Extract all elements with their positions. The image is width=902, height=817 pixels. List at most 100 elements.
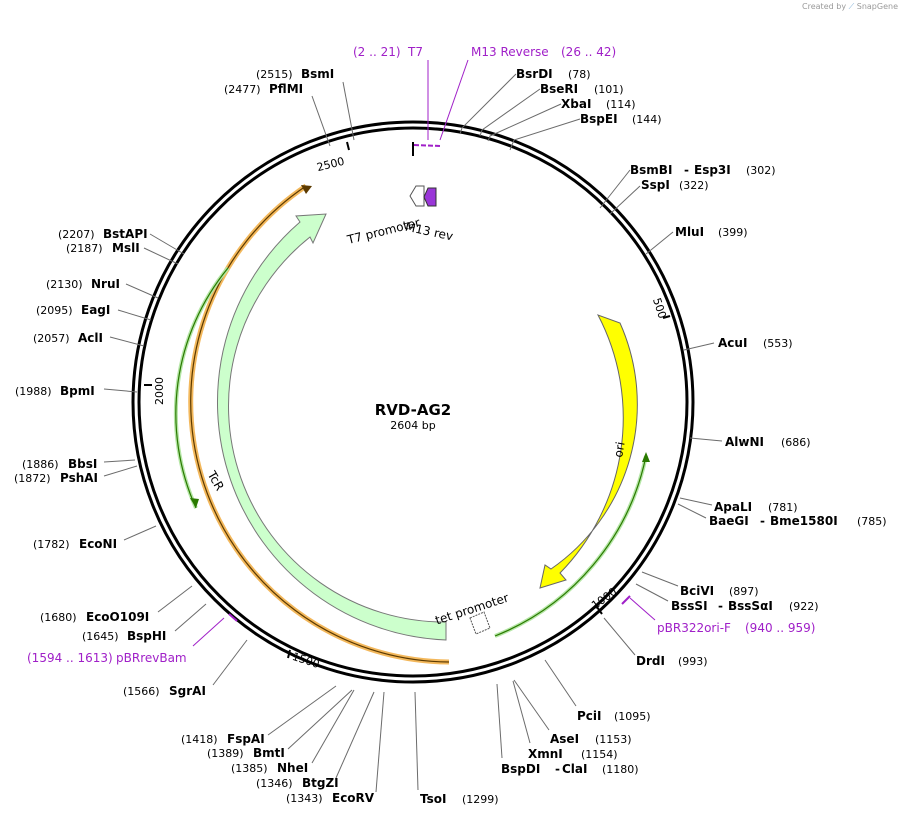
primer-pbrrevbam[interactable]: (1594 .. 1613) pBRrevBam xyxy=(27,617,225,665)
feature-m13-rev[interactable] xyxy=(423,187,437,207)
enzyme-tsoi[interactable]: TsoI (1299) xyxy=(414,691,499,806)
enzyme-pcii-pos: (1095) xyxy=(614,710,651,723)
enzyme-bsssi-sep: - xyxy=(718,599,723,613)
enzyme-sgrai-pos: (1566) xyxy=(123,685,160,698)
enzyme-bsmbi[interactable]: BsmBI - Esp3I (302) xyxy=(599,163,776,209)
enzyme-msli-pos: (2187) xyxy=(66,242,103,255)
enzyme-asei-name: AseI xyxy=(550,732,579,746)
enzyme-bsmbi-pos: (302) xyxy=(746,164,776,177)
enzyme-drdi-pos: (993) xyxy=(678,655,708,668)
enzyme-xbai[interactable]: XbaI (114) xyxy=(487,97,636,142)
primer-t7-name: T7 xyxy=(407,45,423,59)
enzyme-asei[interactable]: AseI (1153) xyxy=(513,679,632,746)
enzyme-pcii-name: PciI xyxy=(577,709,602,723)
enzyme-bcivi[interactable]: BciVI (897) xyxy=(641,571,759,598)
feature-tet-promoter[interactable] xyxy=(469,611,491,635)
primer-t7[interactable]: (2 .. 21) T7 xyxy=(353,45,429,140)
enzyme-ecoo109i-pos: (1680) xyxy=(40,611,77,624)
primer-pbr322ori-f[interactable]: pBR322ori-F (940 .. 959) xyxy=(629,597,815,635)
enzyme-bpmi-name: BpmI xyxy=(60,384,95,398)
watermark-prefix: Created by xyxy=(802,2,847,11)
m13-rev-label: M13 rev xyxy=(404,220,454,244)
enzyme-apali-name: ApaLI xyxy=(714,500,752,514)
enzyme-acui[interactable]: AcuI (553) xyxy=(683,336,793,351)
enzyme-bpmi[interactable]: (1988) BpmI xyxy=(15,384,138,398)
enzyme-bsrdi-name: BsrDI xyxy=(516,67,553,81)
enzyme-bmti[interactable]: (1389) BmtI xyxy=(207,689,353,760)
enzyme-nrui[interactable]: (2130) NruI xyxy=(46,277,159,299)
primer-m13-reverse[interactable]: M13 Reverse (26 .. 42) xyxy=(439,45,616,141)
enzyme-bsssi-name: BssSI xyxy=(671,599,708,613)
enzyme-bspdi-name2: ClaI xyxy=(562,762,587,776)
enzyme-nhei[interactable]: (1385) NheI xyxy=(231,689,355,775)
enzyme-bstapi-pos: (2207) xyxy=(58,228,95,241)
enzyme-mlui-pos: (399) xyxy=(718,226,748,239)
enzyme-nhei-pos: (1385) xyxy=(231,762,268,775)
enzyme-pflmi[interactable]: (2477) PflMI xyxy=(224,82,331,147)
enzyme-pshai[interactable]: (1872) PshAI xyxy=(14,465,138,485)
enzyme-bseri[interactable]: BseRI (101) xyxy=(479,82,624,137)
enzyme-bstapi[interactable]: (2207) BstAPI xyxy=(58,227,185,255)
enzyme-apali[interactable]: ApaLI (781) xyxy=(679,497,798,514)
enzyme-bcivi-name: BciVI xyxy=(680,584,714,598)
enzyme-tsoi-name: TsoI xyxy=(420,792,446,806)
enzyme-acli-name: AclI xyxy=(78,331,103,345)
enzyme-bsrdi[interactable]: BsrDI (78) xyxy=(459,67,591,135)
enzyme-drdi[interactable]: DrdI (993) xyxy=(603,617,708,668)
enzyme-alwni-name: AlwNI xyxy=(725,435,764,449)
enzyme-bsphi[interactable]: (1645) BspHI xyxy=(82,603,207,643)
enzyme-alwni[interactable]: AlwNI (686) xyxy=(689,435,811,449)
enzyme-pcii[interactable]: PciI (1095) xyxy=(544,659,651,723)
plasmid-backbone xyxy=(131,120,695,684)
enzyme-eagi-name: EagI xyxy=(81,303,110,317)
enzyme-btgzi[interactable]: (1346) BtgZI xyxy=(256,691,375,790)
enzyme-baegi[interactable]: BaeGI - Bme1580I (785) xyxy=(677,503,887,528)
enzyme-ecorv[interactable]: (1343) EcoRV xyxy=(286,691,385,805)
enzyme-mlui[interactable]: MluI (399) xyxy=(645,225,748,255)
enzyme-bmti-pos: (1389) xyxy=(207,747,244,760)
enzyme-xmni[interactable]: XmnI (1154) xyxy=(512,680,618,761)
enzyme-econi[interactable]: (1782) EcoNI xyxy=(33,525,157,551)
plasmid-name: RVD-AG2 xyxy=(375,401,451,419)
enzyme-bsssi[interactable]: BssSI - BssSαI (922) xyxy=(635,583,819,613)
enzyme-fspai-pos: (1418) xyxy=(181,733,218,746)
tick-1500: 1500 xyxy=(291,650,322,671)
enzyme-acli-pos: (2057) xyxy=(33,332,70,345)
primer-marks xyxy=(228,144,631,622)
enzyme-bseri-pos: (101) xyxy=(594,83,624,96)
enzyme-pshai-pos: (1872) xyxy=(14,472,51,485)
enzyme-eagi[interactable]: (2095) EagI xyxy=(36,303,152,321)
primer-pbr322ori-f-name: pBR322ori-F xyxy=(657,621,731,635)
enzyme-acli[interactable]: (2057) AclI xyxy=(33,331,145,347)
enzyme-bspei-pos: (144) xyxy=(632,113,662,126)
feature-ori[interactable]: ori xyxy=(539,314,638,589)
enzyme-bseri-name: BseRI xyxy=(540,82,578,96)
enzyme-bsmi[interactable]: (2515) BsmI xyxy=(256,67,355,141)
enzyme-msli-name: MslI xyxy=(112,241,140,255)
tcr-green-arrowhead xyxy=(190,498,199,508)
enzyme-nrui-pos: (2130) xyxy=(46,278,83,291)
enzyme-msli[interactable]: (2187) MslI xyxy=(66,241,179,265)
enzyme-bspei[interactable]: BspEI (144) xyxy=(509,112,662,151)
enzyme-eagi-pos: (2095) xyxy=(36,304,73,317)
feature-t7-promoter[interactable] xyxy=(409,185,425,207)
enzyme-bbsi[interactable]: (1886) BbsI xyxy=(22,457,136,471)
enzyme-tsoi-pos: (1299) xyxy=(462,793,499,806)
enzyme-bcivi-pos: (897) xyxy=(729,585,759,598)
enzyme-nhei-name: NheI xyxy=(277,761,308,775)
enzyme-xbai-name: XbaI xyxy=(561,97,591,111)
enzyme-bstapi-name: BstAPI xyxy=(103,227,148,241)
snapgene-logo-icon: ⟋ xyxy=(848,2,855,11)
tick-2000: 2000 xyxy=(153,377,166,405)
enzyme-ecoo109i[interactable]: (1680) EcoO109I xyxy=(40,585,193,624)
enzyme-fspai[interactable]: (1418) FspAI xyxy=(181,685,337,746)
enzyme-bspdi[interactable]: BspDI - ClaI (1180) xyxy=(496,683,639,776)
enzyme-ecorv-name: EcoRV xyxy=(332,791,375,805)
enzyme-xmni-pos: (1154) xyxy=(581,748,618,761)
enzyme-bbsi-name: BbsI xyxy=(68,457,97,471)
enzyme-btgzi-pos: (1346) xyxy=(256,777,293,790)
enzyme-sgrai-name: SgrAI xyxy=(169,684,206,698)
enzyme-sgrai[interactable]: (1566) SgrAI xyxy=(123,639,248,698)
enzyme-sspi[interactable]: SspI (322) xyxy=(609,178,709,215)
